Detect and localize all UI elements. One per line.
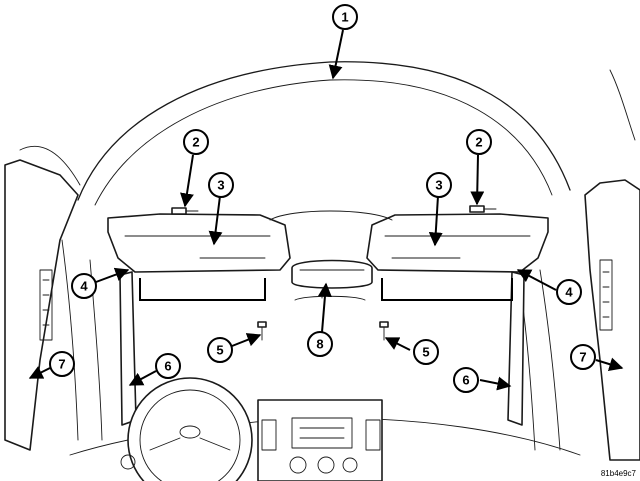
svg-text:6: 6 [462, 373, 469, 388]
svg-text:5: 5 [422, 345, 429, 360]
screw-right-5 [379, 321, 389, 341]
svg-text:2: 2 [192, 135, 199, 150]
screw-right-2 [469, 205, 497, 213]
callout-8: 8 [307, 331, 333, 357]
svg-text:7: 7 [58, 357, 65, 372]
sun-visor-left [107, 213, 291, 273]
callout-6-right: 6 [453, 367, 479, 393]
steering-wheel [120, 377, 253, 481]
svg-text:4: 4 [80, 279, 88, 294]
svg-text:5: 5 [216, 343, 223, 358]
bracket-right [381, 278, 513, 301]
svg-text:4: 4 [565, 285, 573, 300]
svg-text:6: 6 [164, 359, 171, 374]
svg-text:1: 1 [341, 10, 348, 25]
leaders [28, 29, 624, 391]
svg-text:3: 3 [217, 178, 224, 193]
svg-text:3: 3 [435, 178, 442, 193]
sun-visor-right [366, 213, 549, 273]
callout-6-left: 6 [155, 353, 181, 379]
callout-7-left: 7 [49, 351, 75, 377]
callout-2-left: 2 [183, 129, 209, 155]
callout-3-right: 3 [426, 172, 452, 198]
callout-7-right: 7 [570, 344, 596, 370]
callout-5-left: 5 [207, 337, 233, 363]
svg-text:2: 2 [475, 135, 482, 150]
pillar-trim-left [119, 271, 137, 426]
callout-3-left: 3 [208, 172, 234, 198]
callout-4-left: 4 [71, 273, 97, 299]
callout-2-right: 2 [466, 129, 492, 155]
headliner-outline [19, 61, 636, 206]
callout-5-right: 5 [413, 339, 439, 365]
figure-id: 81b4e9c7 [601, 469, 637, 478]
screw-left-5 [257, 321, 267, 341]
svg-text:8: 8 [316, 337, 323, 352]
pillar-trim-right [507, 271, 525, 426]
left-a-pillar [4, 159, 103, 451]
bracket-left [139, 278, 266, 301]
callout-4-right: 4 [556, 279, 582, 305]
svg-text:7: 7 [579, 350, 586, 365]
callout-1: 1 [332, 4, 358, 30]
overhead-console [269, 210, 393, 301]
screw-left-2 [171, 207, 199, 215]
